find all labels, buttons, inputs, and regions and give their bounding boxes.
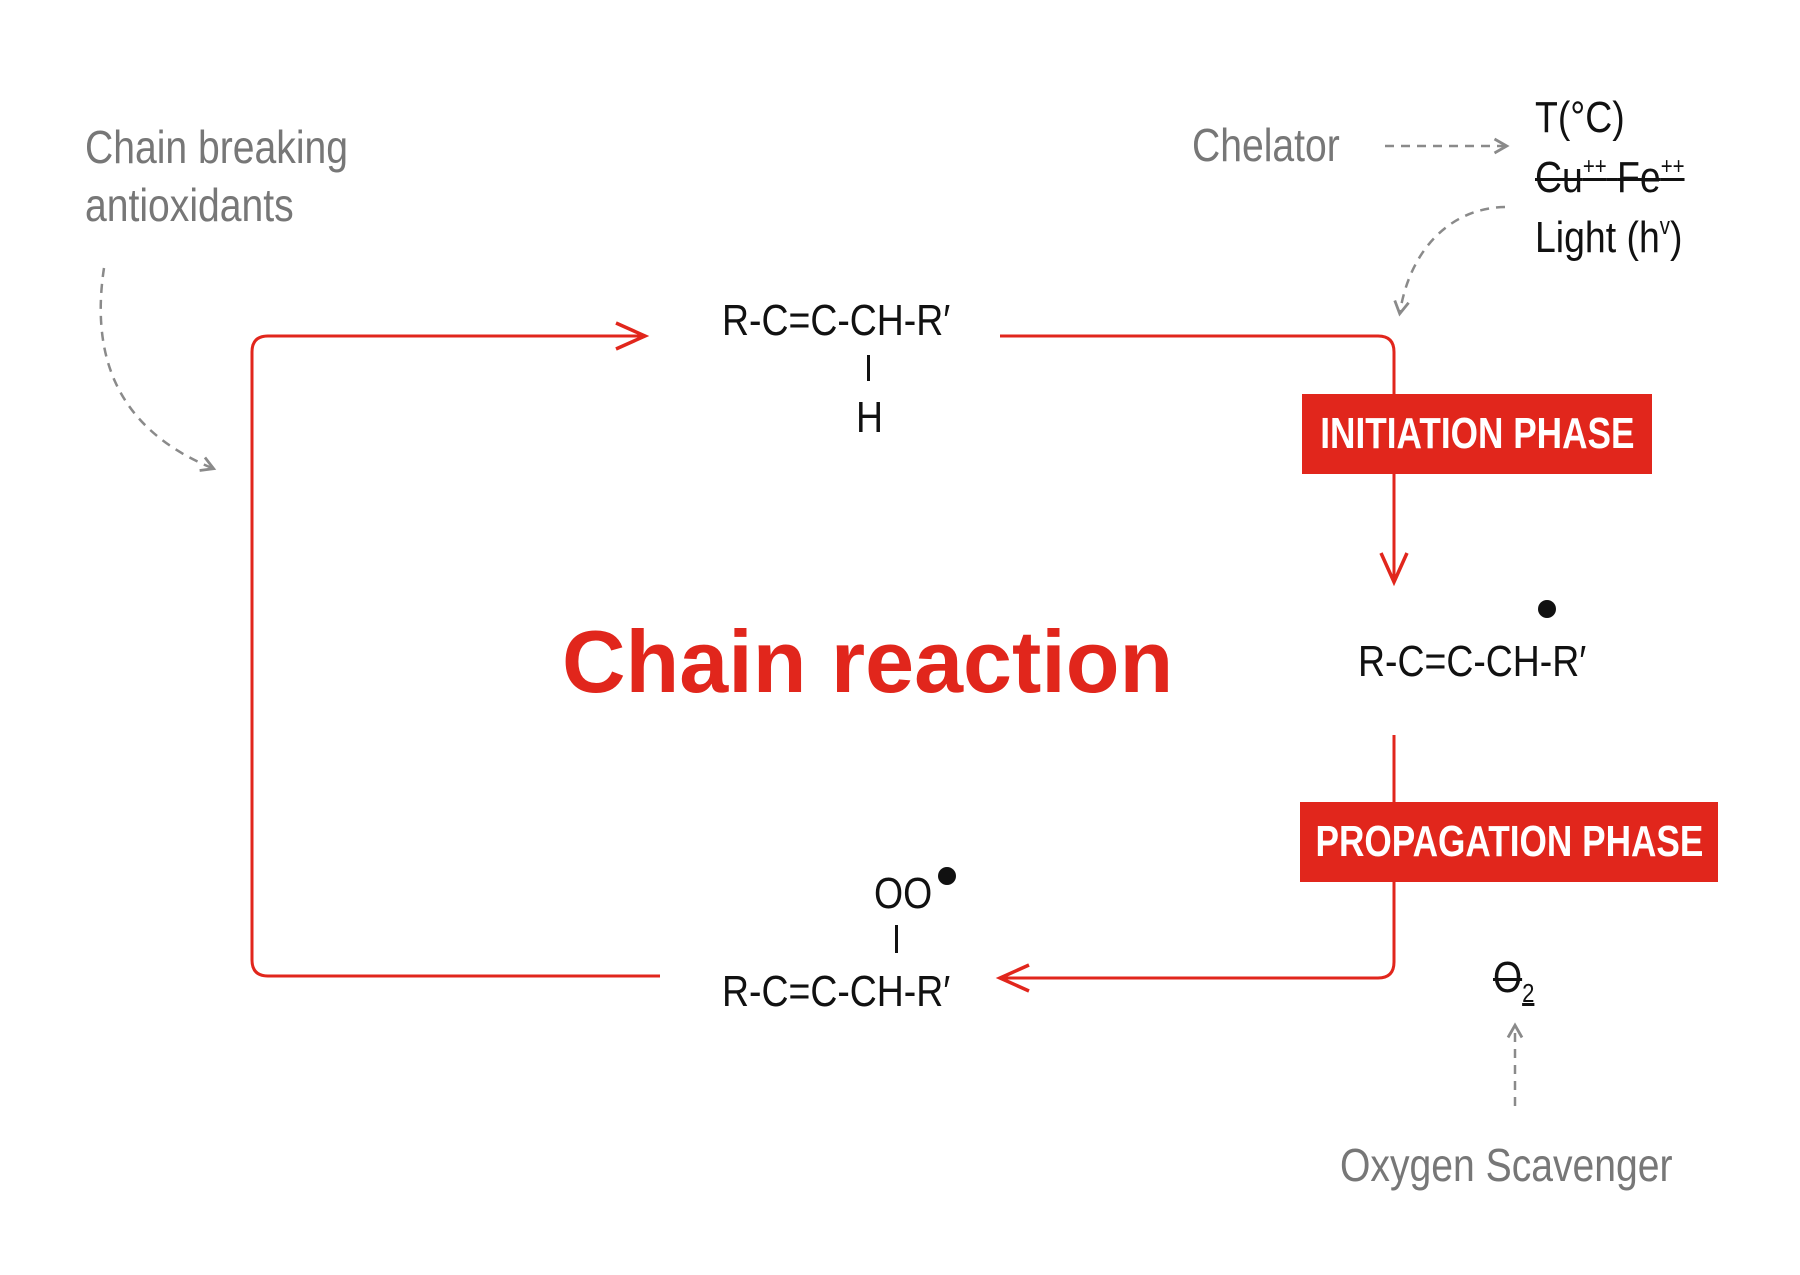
propagation-phase-badge: PROPAGATION PHASE <box>1300 802 1718 882</box>
copper-charge: ++ <box>1582 153 1607 180</box>
light-label: Light (h <box>1535 213 1660 262</box>
peroxyl-bond <box>895 925 898 953</box>
light-dashed-arrow <box>1393 205 1506 317</box>
light-close-paren: ) <box>1669 213 1683 262</box>
cycle-bottom-right-path <box>1000 735 1396 980</box>
oxygen-factor: O2 <box>1493 953 1534 1007</box>
peroxyl-group: OO <box>874 869 933 918</box>
propagation-phase-label: PROPAGATION PHASE <box>1315 817 1703 866</box>
oxygen-scavenger-label: Oxygen Scavenger <box>1340 1139 1673 1191</box>
iron-ion: Fe <box>1617 153 1661 202</box>
chain-breaking-label-line1: Chain breaking <box>85 121 349 173</box>
lipid-radical-formula: R-C=C-CH-R′ <box>1358 637 1587 686</box>
light-factor: Light (hv) <box>1535 213 1683 262</box>
chain-reaction-title: Chain reaction <box>562 612 1174 711</box>
initiation-phase-label: INITIATION PHASE <box>1319 409 1635 458</box>
peroxyl-radical-formula: R-C=C-CH-R′ <box>722 967 951 1016</box>
light-frequency-symbol: v <box>1659 213 1670 240</box>
initiation-phase-badge: INITIATION PHASE <box>1302 394 1652 474</box>
metal-ions-factor: Cu++ Fe++ <box>1535 153 1685 202</box>
temperature-factor: T(°C) <box>1535 93 1625 142</box>
chain-breaking-dashed-arrow <box>99 267 217 472</box>
lipid-h-bond <box>867 355 870 381</box>
cycle-left-arrow-path <box>250 334 660 978</box>
peroxyl-radical-dot <box>938 867 956 885</box>
metal-separator <box>1607 153 1617 202</box>
chain-breaking-label-line2: antioxidants <box>85 179 294 231</box>
lipid-formula: R-C=C-CH-R′ <box>722 296 951 345</box>
cycle-top-right-path <box>1000 334 1396 582</box>
lipid-radical-dot <box>1538 600 1556 618</box>
iron-charge: ++ <box>1660 153 1685 180</box>
arrow-head-to-lipid <box>615 321 650 351</box>
chelator-label: Chelator <box>1192 119 1340 171</box>
oxygen-symbol: O <box>1493 953 1523 1002</box>
oxygen-subscript: 2 <box>1522 978 1535 1008</box>
copper-ion: Cu <box>1535 153 1583 202</box>
arrow-head-to-radical <box>1379 552 1409 587</box>
arrow-head-to-peroxyl <box>995 963 1030 993</box>
lipid-hydrogen: H <box>856 393 884 442</box>
